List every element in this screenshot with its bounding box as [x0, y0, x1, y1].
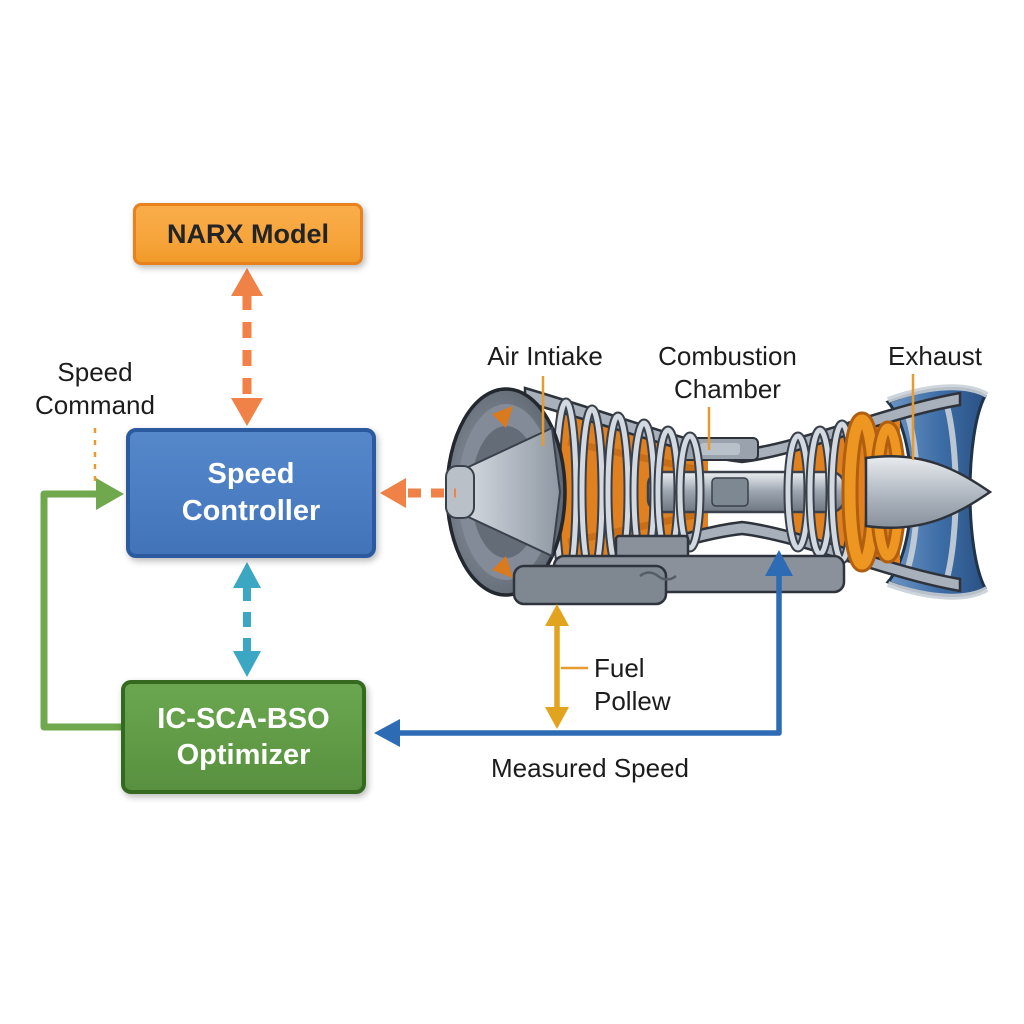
combustion-chamber-line2: Chamber — [674, 374, 781, 404]
engine-controller-arrow — [380, 478, 456, 508]
speed-controller-label-line1: Speed — [207, 458, 295, 490]
optimizer-label-line2: Optimizer — [176, 739, 311, 771]
turbojet-engine-illustration — [445, 384, 993, 606]
speed-command-label: Speed Command — [10, 356, 180, 422]
engine-mount-bracket — [512, 534, 846, 606]
optimizer-controller-feedback-arrow — [40, 478, 124, 731]
fuel-flow-label: Fuel Pollew — [594, 652, 724, 718]
controller-optimizer-arrow — [233, 562, 261, 677]
speed-command-line2: Command — [35, 390, 155, 420]
measured-speed-text: Measured Speed — [490, 753, 690, 783]
combustion-chamber-label: Combustion Chamber — [640, 340, 815, 406]
air-intake-label: Air Intiake — [460, 340, 630, 373]
optimizer-block: IC-SCA-BSO Optimizer — [121, 680, 366, 794]
fuel-flow-line1: Fuel — [594, 653, 645, 683]
narx-model-label: NARX Model — [167, 218, 329, 249]
optimizer-label-line1: IC-SCA-BSO — [157, 703, 330, 735]
narx-controller-arrow — [231, 268, 263, 426]
speed-controller-label-line2: Controller — [181, 495, 321, 527]
exhaust-text: Exhaust — [888, 341, 982, 371]
label-leader-lines — [93, 374, 915, 670]
measured-speed-label: Measured Speed — [440, 752, 740, 785]
narx-model-block: NARX Model — [133, 203, 363, 265]
measured-speed-arrow — [374, 550, 793, 747]
fuel-flow-arrow — [545, 604, 569, 729]
engine-intake-bell — [445, 387, 567, 597]
speed-command-line1: Speed — [57, 357, 133, 387]
speed-controller-block: Speed Controller — [126, 428, 376, 558]
exhaust-label: Exhaust — [860, 340, 1010, 373]
fuel-flow-line2: Pollew — [594, 686, 671, 716]
air-intake-text: Air Intiake — [487, 341, 603, 371]
combustion-chamber-line1: Combustion — [658, 341, 797, 371]
